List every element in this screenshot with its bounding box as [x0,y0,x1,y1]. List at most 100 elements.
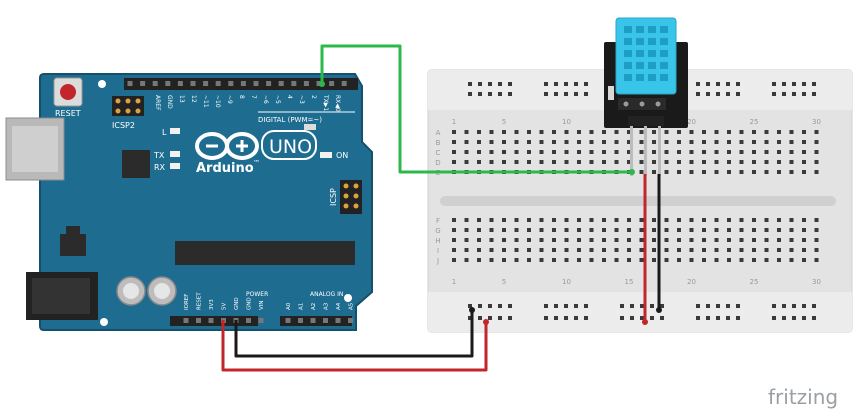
breadboard-hole[interactable] [464,150,469,154]
breadboard-hole[interactable] [664,150,669,154]
breadboard-hole[interactable] [702,140,706,144]
breadboard-hole[interactable] [814,140,819,144]
rail-hole[interactable] [554,92,558,96]
header-hole[interactable] [298,318,303,323]
breadboard-hole[interactable] [727,218,731,222]
breadboard-hole[interactable] [702,130,706,134]
breadboard-hole[interactable] [514,218,519,222]
rail-hole[interactable] [650,304,654,308]
breadboard-hole[interactable] [539,140,544,144]
breadboard-hole[interactable] [814,258,819,262]
header-hole[interactable] [310,318,316,323]
breadboard-hole[interactable] [489,248,494,252]
breadboard-hole[interactable] [789,150,794,154]
rail-hole[interactable] [726,92,730,96]
breadboard-hole[interactable] [464,248,469,252]
rail-hole[interactable] [782,92,786,96]
breadboard-hole[interactable] [527,140,531,144]
breadboard-hole[interactable] [639,160,644,164]
breadboard-hole[interactable] [627,140,631,144]
rail-hole[interactable] [478,316,482,320]
header-hole[interactable] [266,81,272,86]
breadboard-hole[interactable] [752,170,756,174]
breadboard-hole[interactable] [514,140,519,144]
breadboard-hole[interactable] [714,238,719,242]
breadboard-hole[interactable] [677,140,681,144]
breadboard-hole[interactable] [802,130,806,134]
breadboard-hole[interactable] [552,228,556,232]
breadboard-hole[interactable] [452,228,456,232]
rail-hole[interactable] [772,304,776,308]
rail-hole[interactable] [498,92,502,96]
rail-hole[interactable] [544,304,548,308]
breadboard-hole[interactable] [564,228,569,232]
breadboard-hole[interactable] [627,218,631,222]
breadboard-hole[interactable] [564,218,569,222]
rail-hole[interactable] [792,92,796,96]
breadboard-hole[interactable] [714,160,719,164]
breadboard-hole[interactable] [614,228,619,232]
breadboard-hole[interactable] [527,248,531,252]
breadboard-hole[interactable] [652,140,656,144]
breadboard-hole[interactable] [602,160,606,164]
rail-hole[interactable] [620,316,624,320]
breadboard-hole[interactable] [589,150,594,154]
breadboard-hole[interactable] [639,228,644,232]
breadboard-hole[interactable] [764,248,769,252]
header-hole[interactable] [127,81,133,86]
rail-hole[interactable] [584,82,588,86]
breadboard-hole[interactable] [614,160,619,164]
breadboard-hole[interactable] [539,228,544,232]
breadboard-hole[interactable] [727,160,731,164]
breadboard-hole[interactable] [577,150,581,154]
breadboard-hole[interactable] [677,170,681,174]
breadboard-hole[interactable] [677,258,681,262]
breadboard-hole[interactable] [777,140,781,144]
rail-hole[interactable] [716,82,720,86]
rail-hole[interactable] [630,316,634,320]
rail-hole[interactable] [812,82,816,86]
breadboard-hole[interactable] [739,228,744,232]
breadboard-hole[interactable] [702,228,706,232]
breadboard-hole[interactable] [639,248,644,252]
breadboard-hole[interactable] [652,258,656,262]
header-hole[interactable] [190,81,196,86]
rail-hole[interactable] [812,316,816,320]
rail-hole[interactable] [772,92,776,96]
breadboard-hole[interactable] [452,238,456,242]
rail-hole[interactable] [802,92,806,96]
rail-hole[interactable] [736,82,740,86]
breadboard-hole[interactable] [552,160,556,164]
breadboard-hole[interactable] [789,218,794,222]
header-hole[interactable] [240,81,246,86]
rail-hole[interactable] [706,316,710,320]
breadboard-hole[interactable] [802,248,806,252]
breadboard-hole[interactable] [802,218,806,222]
breadboard-hole[interactable] [652,238,656,242]
rail-hole[interactable] [564,82,568,86]
breadboard-hole[interactable] [739,238,744,242]
rail-hole[interactable] [802,82,806,86]
breadboard-hole[interactable] [589,160,594,164]
breadboard-hole[interactable] [727,130,731,134]
breadboard-hole[interactable] [502,160,506,164]
rail-hole[interactable] [468,316,472,320]
header-hole[interactable] [165,81,171,86]
breadboard-hole[interactable] [589,258,594,262]
rail-hole[interactable] [696,304,700,308]
breadboard-hole[interactable] [727,248,731,252]
header-hole[interactable] [278,81,284,86]
breadboard-hole[interactable] [714,170,719,174]
breadboard-hole[interactable] [764,238,769,242]
rail-hole[interactable] [696,82,700,86]
breadboard-hole[interactable] [789,170,794,174]
breadboard-hole[interactable] [689,160,694,164]
breadboard-hole[interactable] [739,140,744,144]
breadboard-hole[interactable] [589,140,594,144]
breadboard-hole[interactable] [664,258,669,262]
rail-hole[interactable] [792,316,796,320]
breadboard-hole[interactable] [527,150,531,154]
rail-hole[interactable] [468,82,472,86]
rail-hole[interactable] [554,316,558,320]
header-hole[interactable] [341,81,347,86]
